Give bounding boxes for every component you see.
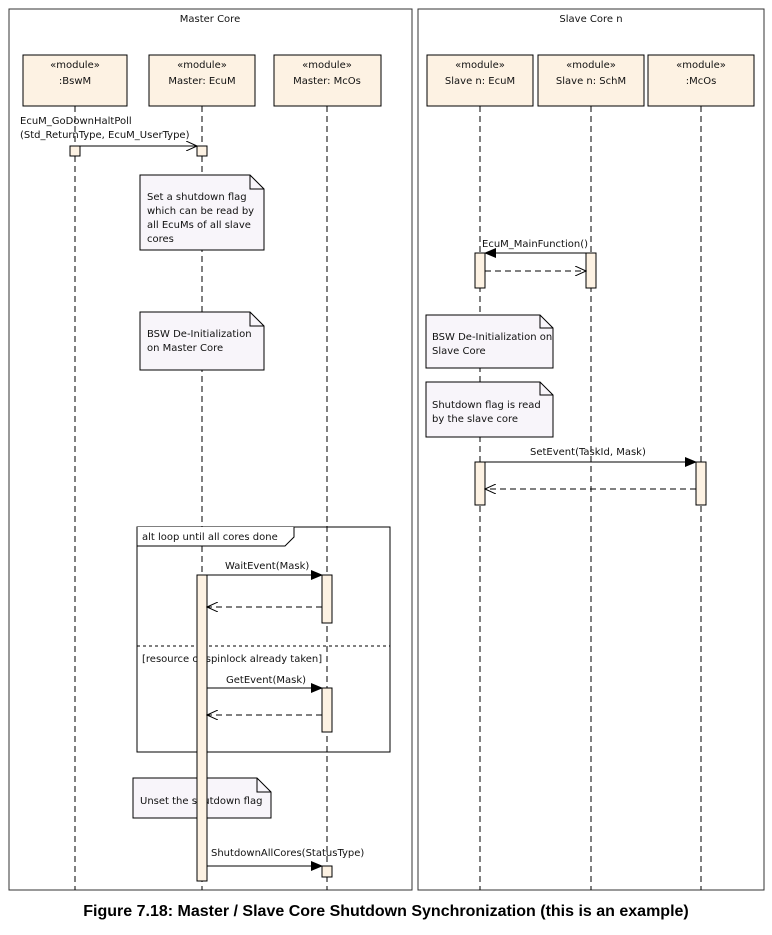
activation-master-mcos-3 — [321, 865, 333, 878]
note-line: by the slave core — [432, 414, 518, 425]
message-main-function: EcuM_MainFunction() — [482, 239, 588, 271]
fragment-header: alt loop until all cores done — [142, 532, 278, 543]
activation-slave-ecum-1 — [474, 252, 486, 289]
message-wait-event: WaitEvent(Mask) — [207, 561, 323, 607]
note-bsw-master: BSW De-Initialization on Master Core — [139, 311, 265, 371]
stereotype-label: «module» — [676, 60, 726, 71]
note-line: all EcuMs of all slave — [147, 220, 251, 231]
lifeline-header-mcos: «module» :McOs — [647, 54, 755, 107]
activation-slave-ecum-2 — [474, 461, 486, 506]
lifeline-name: Slave n: EcuM — [445, 76, 515, 87]
message-get-event: GetEvent(Mask) — [207, 675, 323, 715]
note-line: Shutdown flag is read — [432, 400, 541, 411]
lifeline-name: Master: McOs — [293, 76, 361, 87]
message-set-event: SetEvent(TaskId, Mask) — [485, 447, 697, 489]
note-flag-read: Shutdown flag is read by the slave core — [425, 381, 554, 438]
message-label: GetEvent(Mask) — [226, 675, 306, 686]
message-label: SetEvent(TaskId, Mask) — [530, 447, 646, 458]
lifeline-name: :BswM — [59, 76, 91, 87]
fragment-guard: [resource or spinlock already taken] — [142, 654, 322, 665]
lifeline-header-master-ecum: «module» Master: EcuM — [148, 54, 256, 107]
lifeline-header-master-mcos: «module» Master: McOs — [273, 54, 382, 107]
message-shutdown-all-cores: ShutdownAllCores(StatusType) — [207, 848, 364, 871]
stereotype-label: «module» — [455, 60, 505, 71]
slave-core-title: Slave Core n — [559, 14, 622, 25]
stereotype-label: «module» — [566, 60, 616, 71]
lifeline-name: Slave n: SchM — [556, 76, 626, 87]
activation-master-ecum-1 — [196, 145, 208, 157]
message-label: ShutdownAllCores(StatusType) — [211, 848, 364, 859]
stereotype-label: «module» — [50, 60, 100, 71]
lifeline-header-slave-schm: «module» Slave n: SchM — [537, 54, 645, 107]
activation-master-mcos-1 — [321, 574, 333, 624]
activation-bars — [69, 145, 707, 882]
activation-mcos — [695, 461, 707, 506]
figure-caption: Figure 7.18: Master / Slave Core Shutdow… — [83, 903, 689, 920]
activation-slave-schm — [585, 252, 597, 289]
note-line: cores — [147, 234, 174, 245]
note-line: BSW De-Initialization on — [432, 332, 552, 343]
note-line: Slave Core — [432, 346, 486, 357]
note-line: BSW De-Initialization — [147, 329, 252, 340]
message-label: WaitEvent(Mask) — [225, 561, 309, 572]
master-core-frame: Master Core — [8, 8, 413, 891]
note-line: which can be read by — [147, 206, 254, 217]
sequence-diagram: Master Core Slave Core n «module» :BswM … — [8, 8, 765, 891]
note-bsw-slave: BSW De-Initialization on Slave Core — [425, 314, 554, 369]
alt-fragment: alt loop until all cores done [resource … — [136, 526, 391, 753]
note-line: Set a shutdown flag — [147, 192, 247, 203]
activation-master-mcos-2 — [321, 687, 333, 733]
lifeline-header-slave-ecum: «module» Slave n: EcuM — [426, 54, 534, 107]
message-label: EcuM_MainFunction() — [482, 239, 588, 250]
activation-bswm — [69, 145, 81, 157]
lifeline-name: Master: EcuM — [168, 76, 235, 87]
master-core-title: Master Core — [180, 14, 240, 25]
lifeline-header-bswm: «module» :BswM — [22, 54, 128, 107]
note-line: on Master Core — [147, 343, 223, 354]
activation-master-ecum-2 — [196, 574, 208, 882]
message-label: (Std_ReturnType, EcuM_UserType) — [20, 130, 190, 141]
message-go-down-halt-poll: EcuM_GoDownHaltPoll (Std_ReturnType, Ecu… — [20, 116, 197, 146]
stereotype-label: «module» — [177, 60, 227, 71]
note-set-flag: Set a shutdown flag which can be read by… — [139, 174, 265, 251]
message-label: EcuM_GoDownHaltPoll — [20, 116, 132, 127]
stereotype-label: «module» — [302, 60, 352, 71]
lifeline-name: :McOs — [686, 76, 717, 87]
